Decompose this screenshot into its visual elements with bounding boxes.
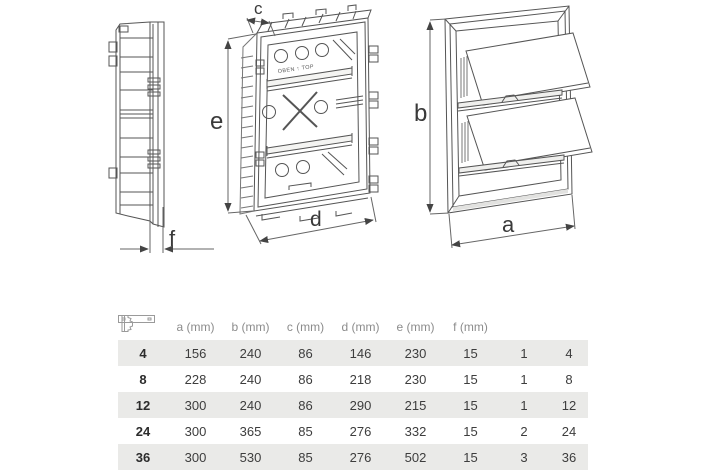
cell-f: 15 xyxy=(463,371,478,387)
cell-a: 300 xyxy=(184,423,207,439)
dim-label-f: f xyxy=(169,226,176,251)
table-row: 36 300 530 85 276 502 15 3 36 xyxy=(118,444,588,470)
row-label: 12 xyxy=(135,397,151,413)
cell-c: 85 xyxy=(298,449,313,465)
box-top-face xyxy=(256,4,372,34)
table-row: 12 300 240 86 290 215 15 1 12 xyxy=(118,392,588,418)
cell-e: 502 xyxy=(404,449,427,465)
table-header-row: a (mm) b (mm) c (mm) d (mm) e (mm) f (mm… xyxy=(118,314,588,340)
cell-modules: 4 xyxy=(565,345,573,361)
front-view-drawing xyxy=(426,5,593,249)
module-icon xyxy=(121,315,133,332)
cell-d: 218 xyxy=(349,371,372,387)
door-2 xyxy=(466,97,593,171)
dimension-c xyxy=(246,17,276,37)
technical-drawings: f xyxy=(108,0,593,253)
cell-modules: 24 xyxy=(561,423,577,439)
dim-label-e: e xyxy=(210,108,223,135)
cell-e: 230 xyxy=(404,371,427,387)
knockout-circles-top xyxy=(274,38,356,63)
cell-a: 156 xyxy=(184,345,207,361)
cell-b: 240 xyxy=(239,397,262,413)
dim-label-d: d xyxy=(310,208,322,231)
cell-modules: 8 xyxy=(565,371,573,387)
cell-e: 230 xyxy=(404,345,427,361)
din-mount-teeth xyxy=(147,77,161,169)
cell-d: 276 xyxy=(349,423,372,439)
cell-rails: 2 xyxy=(520,423,528,439)
cell-f: 15 xyxy=(463,449,478,465)
cell-b: 240 xyxy=(239,345,262,361)
header-d: d (mm) xyxy=(341,320,380,334)
row-label: 24 xyxy=(135,423,151,439)
header-a: a (mm) xyxy=(176,320,215,334)
row-label: 36 xyxy=(135,449,151,465)
cable-entry-marks xyxy=(335,95,364,109)
cell-d: 290 xyxy=(349,397,372,413)
cell-modules: 36 xyxy=(561,449,577,465)
latch-strip-2 xyxy=(458,154,565,177)
cell-c: 86 xyxy=(298,371,313,387)
cell-f: 15 xyxy=(463,345,478,361)
cell-d: 146 xyxy=(349,345,372,361)
table-row: 8 228 240 86 218 230 15 1 8 xyxy=(118,366,588,392)
dimension-f xyxy=(120,207,214,253)
dim-label-b: b xyxy=(414,100,427,127)
cell-e: 215 xyxy=(404,397,427,413)
header-c: c (mm) xyxy=(286,320,325,334)
side-view-clips xyxy=(108,41,118,179)
box-left-wall-ribs xyxy=(239,32,258,215)
cell-b: 530 xyxy=(239,449,262,465)
cell-b: 240 xyxy=(239,371,262,387)
x-brace xyxy=(262,91,328,131)
dimension-d xyxy=(245,196,377,245)
din-rail-2 xyxy=(266,133,353,159)
dimension-e xyxy=(224,33,257,214)
box-left-clips xyxy=(255,59,265,167)
door-handle-2 xyxy=(502,159,520,168)
cell-a: 228 xyxy=(184,371,207,387)
cell-b: 365 xyxy=(239,423,262,439)
table-row: 4 156 240 86 146 230 15 1 4 xyxy=(118,340,588,366)
dimension-b xyxy=(426,18,450,215)
cell-rails: 3 xyxy=(520,449,528,465)
hinge-hatches-1 xyxy=(460,56,468,98)
cell-rails: 1 xyxy=(520,345,528,361)
dimension-a xyxy=(448,194,576,249)
cell-f: 15 xyxy=(463,397,478,413)
cell-rails: 1 xyxy=(520,397,528,413)
cell-a: 300 xyxy=(184,449,207,465)
door-handle-1 xyxy=(501,94,519,103)
din-rail-1 xyxy=(266,66,353,92)
table-row: 24 300 365 85 276 332 15 2 24 xyxy=(118,418,588,444)
dimension-table: a (mm) b (mm) c (mm) d (mm) e (mm) f (mm… xyxy=(118,314,588,470)
cell-rails: 1 xyxy=(520,371,528,387)
cell-a: 300 xyxy=(184,397,207,413)
cell-d: 276 xyxy=(349,449,372,465)
side-view-shelves xyxy=(120,37,153,206)
header-e: e (mm) xyxy=(396,320,435,334)
dim-label-a: a xyxy=(502,212,515,237)
cell-c: 85 xyxy=(298,423,313,439)
orientation-label: OBEN ↑ TOP xyxy=(277,64,314,75)
hinge-hatches-2 xyxy=(461,121,469,163)
cell-modules: 12 xyxy=(561,397,577,413)
knockout-circles-bottom xyxy=(275,151,348,190)
cell-c: 86 xyxy=(298,345,313,361)
latch-strip-1 xyxy=(457,89,563,112)
row-label: 8 xyxy=(139,371,147,387)
box-view-drawing xyxy=(224,4,379,245)
dim-label-c: c xyxy=(254,0,263,18)
box-right-clips xyxy=(368,45,379,193)
din-rail-icon xyxy=(118,315,155,323)
header-f: f (mm) xyxy=(453,320,488,334)
side-view-drawing xyxy=(108,21,214,253)
cell-f: 15 xyxy=(463,423,478,439)
header-b: b (mm) xyxy=(231,320,270,334)
cell-e: 332 xyxy=(404,423,427,439)
cell-c: 86 xyxy=(298,397,313,413)
row-label: 4 xyxy=(139,345,147,361)
